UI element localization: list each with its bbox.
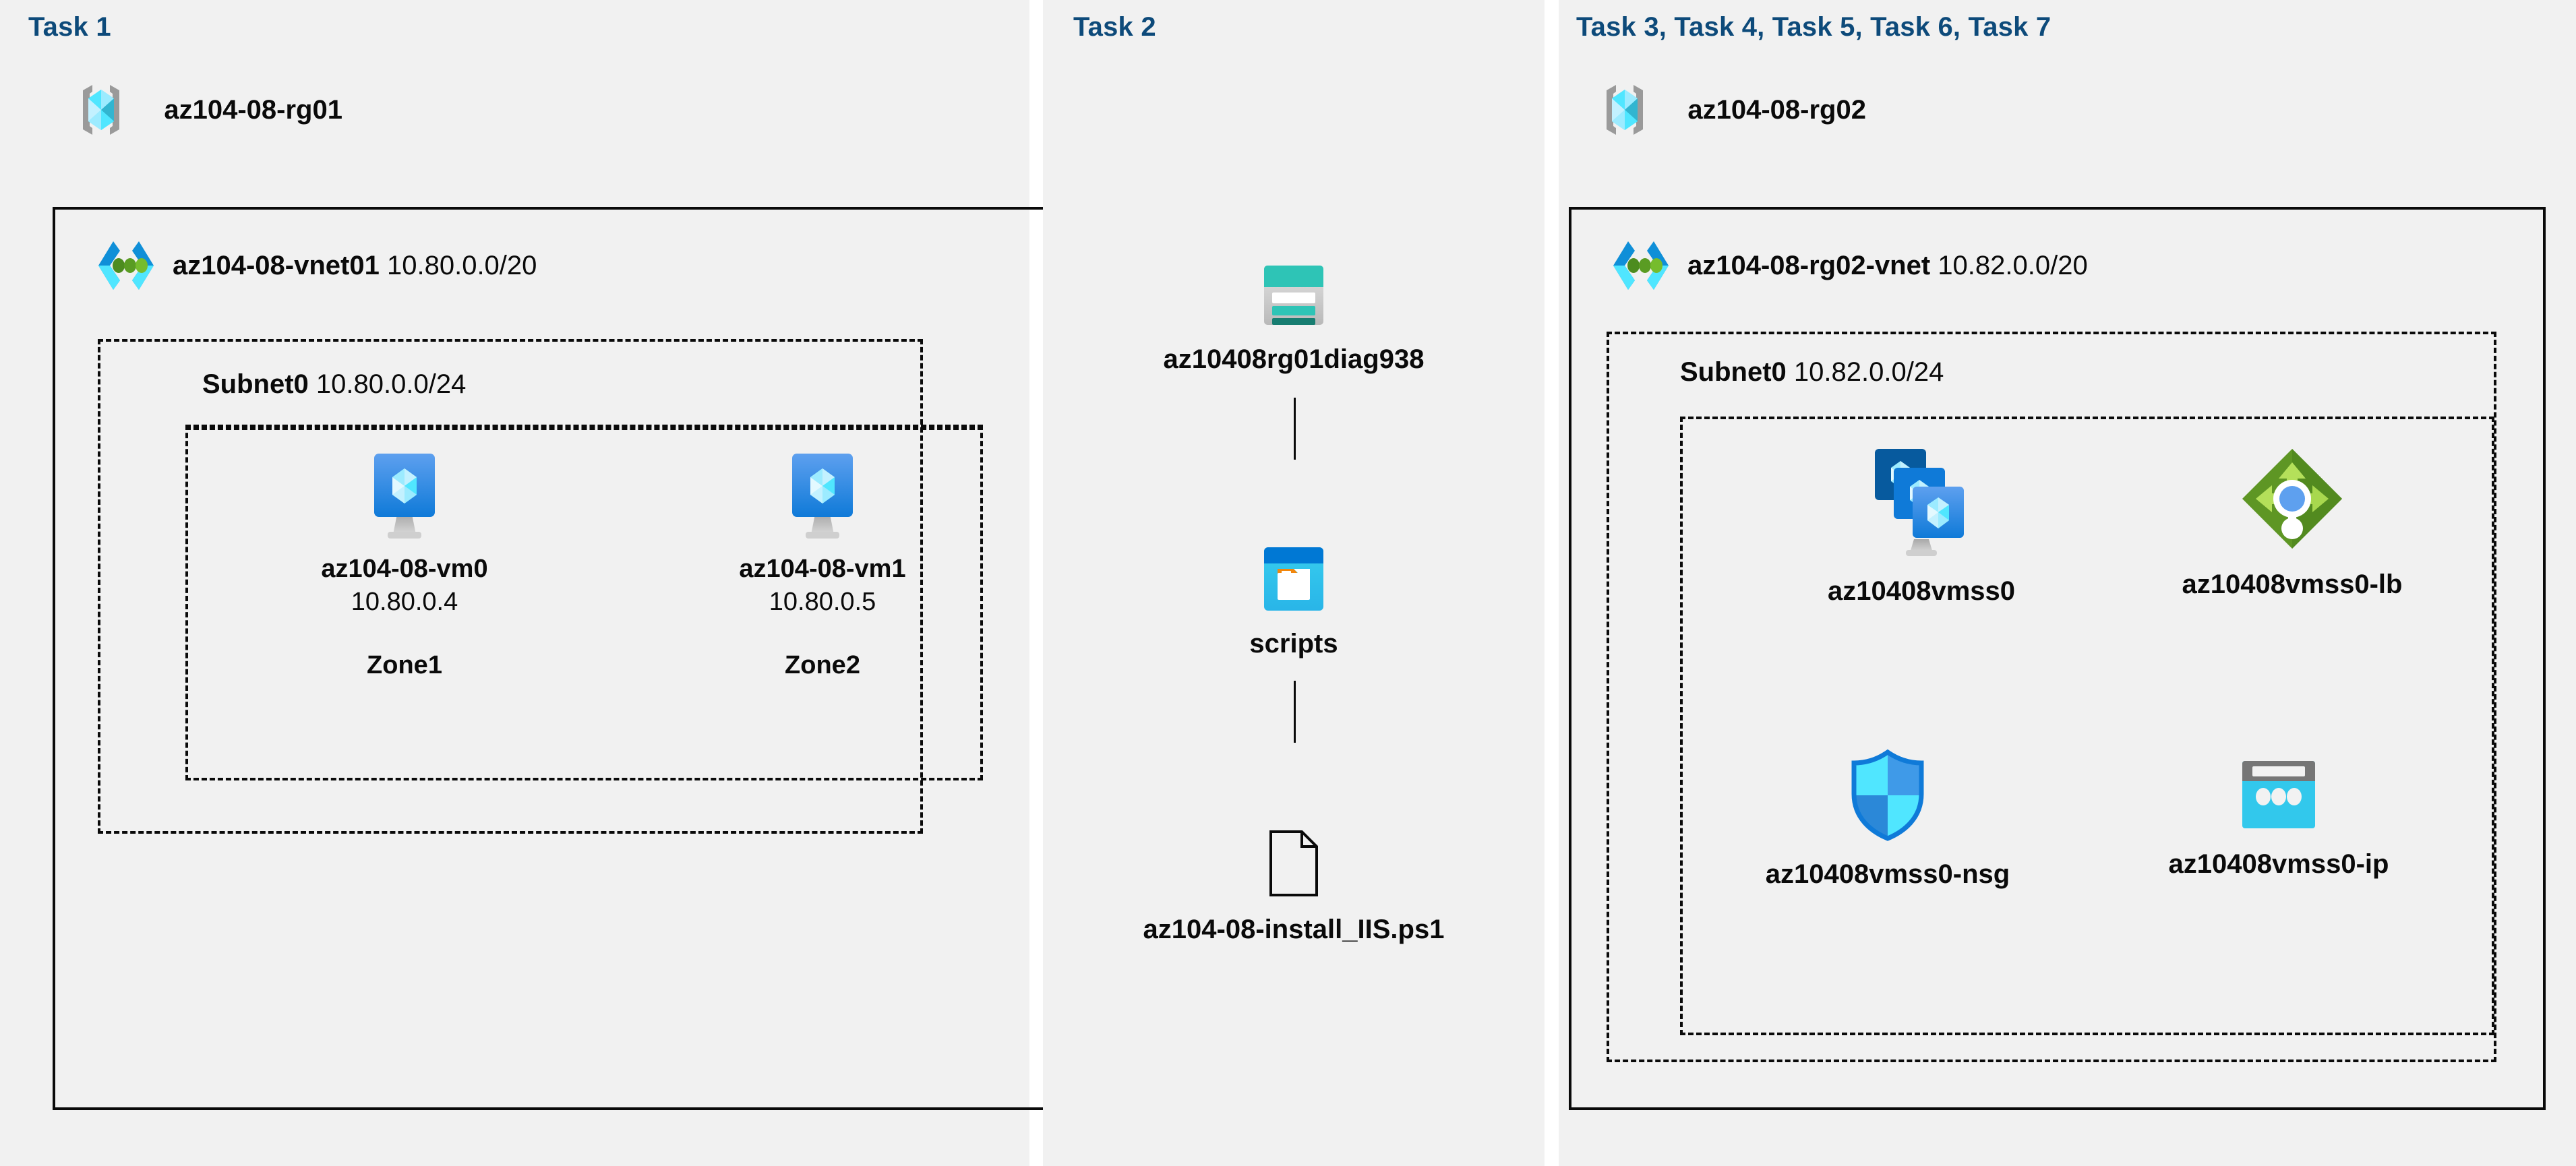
- vnet-name: az104-08-vnet01: [173, 250, 380, 280]
- vm-zone: Zone2: [785, 650, 860, 679]
- resource-group-box-task3to7: [1680, 417, 2494, 1035]
- script-file-name: az104-08-install_IIS.ps1: [1143, 915, 1445, 944]
- connector-scripts-to-script-file: [1294, 681, 1296, 743]
- task-label-1: Task 1: [28, 12, 111, 42]
- subnet-label-task1: Subnet0 10.80.0.0/24: [202, 369, 466, 400]
- subnet-cidr: 10.80.0.0/24: [316, 369, 467, 399]
- virtual-machine-icon: [688, 448, 957, 543]
- vm-ip: 10.80.0.4: [351, 587, 458, 616]
- blob-container-name: scripts: [1249, 629, 1338, 658]
- network-security-group-icon: [1719, 748, 2056, 842]
- subnet-name: Subnet0: [1680, 357, 1787, 387]
- virtual-network-icon: [1608, 237, 1674, 294]
- vm-scale-set-node: az10408vmss0: [1753, 445, 2090, 608]
- blob-container-icon: [1172, 546, 1415, 612]
- subnet-cidr: 10.82.0.0/24: [1793, 357, 1944, 387]
- resource-group-task1: az104-08-rg01: [53, 81, 342, 139]
- vm-scale-set-icon: [1753, 445, 2090, 559]
- resource-group-icon: [72, 81, 130, 139]
- public-ip-address-icon: [2110, 758, 2447, 832]
- script-file-node: az104-08-install_IIS.ps1: [1071, 829, 1516, 946]
- panel-task3to7: [1559, 0, 2576, 1166]
- vnet-cidr: 10.80.0.0/20: [386, 250, 537, 280]
- resource-group-name: az104-08-rg02: [1687, 95, 1866, 125]
- vnet-label-task3to7: az104-08-rg02-vnet 10.82.0.0/20: [1687, 251, 2088, 281]
- network-security-group-node: az10408vmss0-nsg: [1719, 748, 2056, 891]
- vm-name: az104-08-vm0: [321, 555, 488, 583]
- vnet-box-task3to7: [1569, 207, 2546, 1110]
- vm-name: az104-08-vm1: [739, 555, 906, 583]
- panel-task1: [0, 0, 1029, 1166]
- blob-container-node: scripts: [1172, 546, 1415, 661]
- vnet-header-task1: az104-08-vnet01 10.80.0.0/20: [93, 237, 537, 294]
- resource-group-icon: [1596, 81, 1654, 139]
- vm-zone: Zone1: [367, 650, 442, 679]
- load-balancer-name: az10408vmss0-lb: [2182, 570, 2403, 599]
- vnet-label-task1: az104-08-vnet01 10.80.0.0/20: [173, 251, 537, 281]
- vnet-header-task3to7: az104-08-rg02-vnet 10.82.0.0/20: [1608, 237, 2088, 294]
- public-ip-address-node: az10408vmss0-ip: [2110, 758, 2447, 881]
- load-balancer-node: az10408vmss0-lb: [2124, 445, 2461, 601]
- subnet-name: Subnet0: [202, 369, 309, 399]
- virtual-machine-icon: [270, 448, 539, 543]
- subnet-label-task3to7: Subnet0 10.82.0.0/24: [1680, 357, 1944, 388]
- load-balancer-icon: [2124, 445, 2461, 553]
- storage-account-icon: [1098, 263, 1489, 328]
- public-ip-address-name: az10408vmss0-ip: [2168, 849, 2389, 879]
- vnet-cidr: 10.82.0.0/20: [1938, 250, 2088, 280]
- storage-account-name: az10408rg01diag938: [1163, 344, 1425, 374]
- vm-group-box-task1: [185, 425, 983, 780]
- resource-group-name: az104-08-rg01: [164, 95, 342, 125]
- vm-scale-set-name: az10408vmss0: [1827, 576, 2016, 606]
- vnet-name: az104-08-rg02-vnet: [1687, 250, 1931, 280]
- storage-account-node: az10408rg01diag938: [1098, 263, 1489, 376]
- virtual-network-icon: [93, 237, 159, 294]
- connector-storage-to-scripts: [1294, 398, 1296, 460]
- task-label-2: Task 2: [1073, 12, 1156, 42]
- script-file-icon: [1071, 829, 1516, 898]
- vm-node-1: az104-08-vm1 10.80.0.5 Zone2: [688, 448, 957, 680]
- network-security-group-name: az10408vmss0-nsg: [1765, 859, 2010, 889]
- task-label-3to7: Task 3, Task 4, Task 5, Task 6, Task 7: [1576, 12, 2051, 42]
- subnet-box-task1: [98, 339, 923, 834]
- subnet-box-task3to7: [1607, 332, 2496, 1062]
- vm-ip: 10.80.0.5: [769, 587, 876, 616]
- vm-node-0: az104-08-vm0 10.80.0.4 Zone1: [270, 448, 539, 680]
- resource-group-task3to7: az104-08-rg02: [1576, 81, 1866, 139]
